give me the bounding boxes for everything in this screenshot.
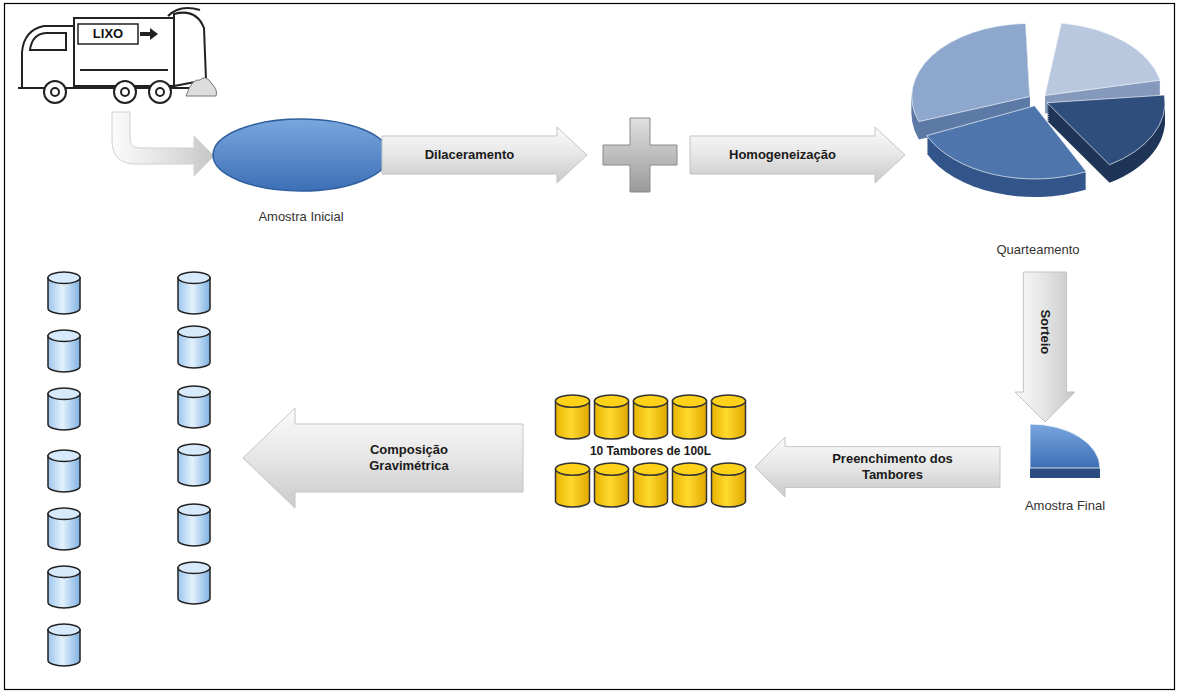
- drum-group: [48, 272, 210, 666]
- drum-top: [48, 330, 80, 342]
- arrow-shape: [755, 437, 1000, 497]
- step-label: Composição Gravimétrica: [344, 442, 474, 473]
- step-label: Dilaceramento: [425, 147, 515, 163]
- process-arrow: Preenchimento dos Tambores: [755, 437, 1000, 497]
- drum-top: [178, 272, 210, 284]
- process-arrow: Homogeneização: [690, 127, 905, 183]
- sample-shape: Quarteamento: [902, 8, 1174, 260]
- drum-top: [178, 504, 210, 516]
- process-arrow: Dilaceramento: [382, 127, 587, 183]
- drum-group-node: 10 Tambores de 100L: [553, 393, 748, 509]
- quarter-side: [1030, 468, 1100, 478]
- pie-slice: [927, 106, 1087, 197]
- drum-top: [178, 386, 210, 398]
- node-label: Amostra Inicial: [258, 209, 343, 225]
- arrow-shape: [382, 127, 587, 183]
- drum-top: [595, 463, 629, 475]
- drum-top: [48, 388, 80, 400]
- arrow-shape: [1015, 272, 1075, 422]
- drum-top: [48, 624, 80, 636]
- drum-top: [673, 463, 707, 475]
- drum-top: [556, 395, 590, 407]
- flow-arrow: [112, 112, 214, 176]
- node-shape: [902, 8, 1174, 260]
- process-arrow: Sorteio: [1015, 272, 1075, 422]
- drum-top: [634, 463, 668, 475]
- drum-top: [178, 562, 210, 574]
- plus-symbol: [603, 118, 677, 192]
- process-arrow: Composição Gravimétrica: [243, 408, 523, 508]
- node-label: Quarteamento: [996, 242, 1079, 258]
- sample-shape: Amostra Inicial: [205, 115, 397, 227]
- drum-top: [178, 326, 210, 338]
- step-label: Preenchimento dos Tambores: [818, 451, 968, 482]
- drum-top: [556, 463, 590, 475]
- drum-top: [595, 395, 629, 407]
- drum-top: [712, 395, 746, 407]
- step-label: Sorteio: [1037, 310, 1053, 355]
- quarter-top: [1030, 424, 1100, 468]
- drum-top: [48, 272, 80, 284]
- node-label: Amostra Final: [1025, 498, 1105, 514]
- garbage-truck: [18, 8, 210, 103]
- drum-top: [48, 566, 80, 578]
- arrow-shape: [690, 127, 905, 183]
- garbage-pile: [186, 78, 217, 96]
- arrow-shape: [243, 408, 523, 508]
- drum-top: [48, 508, 80, 520]
- step-label: Homogeneização: [729, 147, 836, 163]
- sample-ellipse: [213, 119, 389, 191]
- drum-top: [48, 450, 80, 462]
- truck-label: LIXO: [80, 26, 136, 42]
- drum-top: [634, 395, 668, 407]
- sample-shape: Amostra Final: [1010, 424, 1120, 516]
- drum-top: [712, 463, 746, 475]
- node-label: 10 Tambores de 100L: [590, 444, 711, 458]
- drum-top: [673, 395, 707, 407]
- drum-top: [178, 444, 210, 456]
- frame: [5, 4, 1175, 690]
